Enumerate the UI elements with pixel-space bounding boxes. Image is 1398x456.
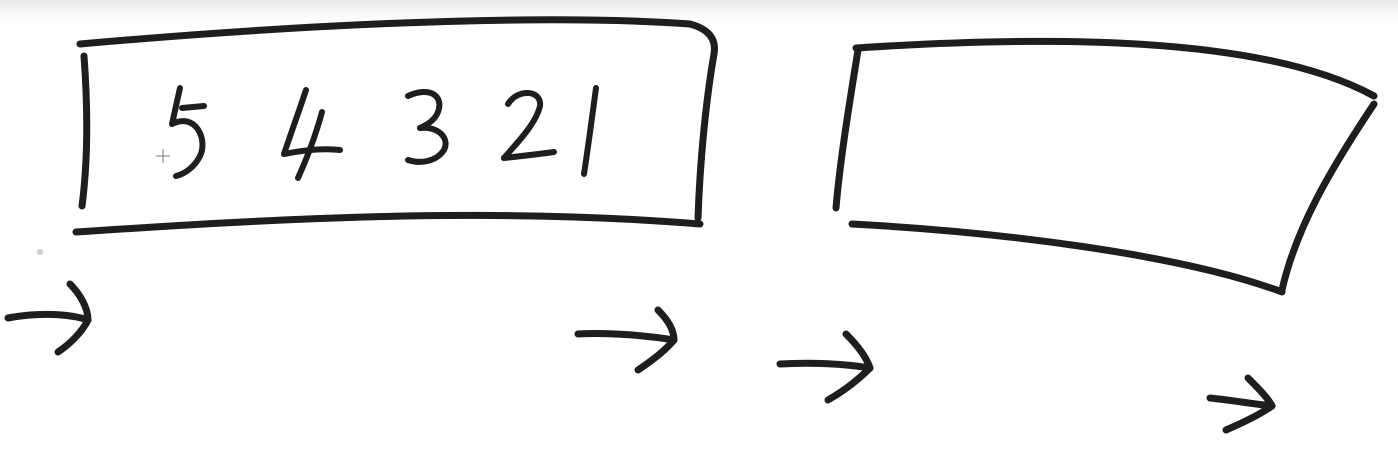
- stack-item-1: 1: [574, 85, 629, 191]
- right-container-bottom-edge: [848, 220, 1286, 296]
- stack-item-5: 5: [160, 85, 215, 191]
- stack-item-stroke: [281, 146, 343, 157]
- right-container-top-edge: [852, 37, 1378, 100]
- left-container-top-edge: [76, 16, 718, 58]
- right-container-right-edge: [1278, 100, 1378, 294]
- stack-item-label: 4: [278, 91, 333, 191]
- stack-item-stroke: [179, 103, 207, 111]
- stack-item-label: 5: [160, 91, 215, 191]
- stack-item-label: 2: [498, 91, 553, 191]
- right-container-left-edge: [832, 46, 862, 212]
- stack-item-3: 3: [400, 89, 455, 191]
- arrow-right-container-rear: [1206, 374, 1276, 434]
- arrow-left-container-rear: [574, 306, 678, 374]
- left-container-right-edge: [694, 50, 718, 222]
- stack-item-stroke: [405, 124, 449, 165]
- stack-item-label: 3: [400, 91, 455, 191]
- arrow-right-container-front: [776, 330, 874, 404]
- stack-item-stroke: [501, 149, 557, 161]
- left-container-bottom-edge: [72, 211, 704, 236]
- arrow-left-container-front: [4, 280, 92, 356]
- stack-item-label: 1: [574, 91, 629, 191]
- stack-item-stroke: [169, 85, 183, 127]
- stack-item-4: 4: [278, 87, 343, 191]
- left-container-left-edge: [78, 52, 91, 210]
- stray-dot: [37, 249, 43, 255]
- right-container: [832, 37, 1378, 296]
- stack-item-stroke: [295, 109, 325, 181]
- stack-item-stroke: [581, 85, 599, 177]
- cursor-crosshair-icon: [156, 149, 170, 163]
- stack-item-stroke: [169, 118, 206, 179]
- left-container: [72, 16, 718, 236]
- stack-item-2: 2: [498, 90, 557, 191]
- stack-item-stroke: [501, 90, 543, 161]
- stack-item-stroke: [281, 87, 309, 157]
